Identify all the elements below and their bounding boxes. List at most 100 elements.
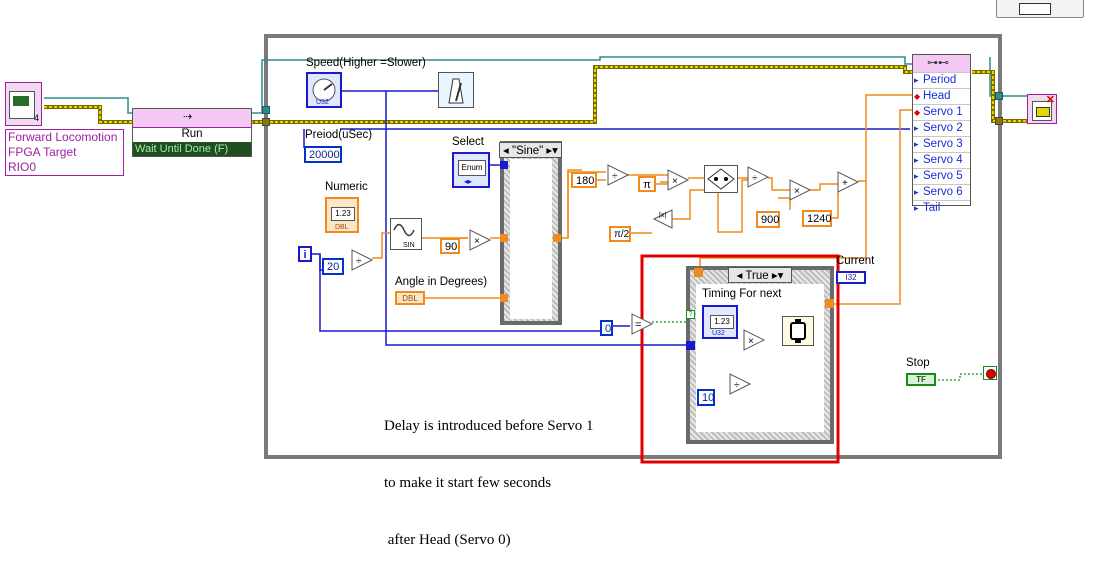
svg-text:+: + [842,178,848,189]
case-selector-terminal: ? [686,310,695,319]
svg-text:÷: ÷ [734,380,740,391]
wait-ms-node[interactable] [438,72,474,108]
max-min-node[interactable] [704,165,738,193]
const-90[interactable]: 90 [440,238,460,254]
fpga-chip-icon [9,91,35,119]
while-loop-frame[interactable] [264,34,1002,459]
divide-node[interactable]: ÷ [728,372,752,396]
case-selector-value: True [745,270,769,282]
write-item[interactable]: Period [913,72,970,88]
pi-constant[interactable]: π [638,176,656,192]
numeric-indicator[interactable]: 1.23 DBL [325,197,359,233]
close-fpga-reference-node[interactable]: ✕ [1027,94,1057,124]
multiply-node[interactable]: × [788,178,812,202]
wait-until-done-param[interactable]: Wait Until Done (F) [133,142,251,156]
absolute-node[interactable] [652,208,674,230]
toolbar-partial-button[interactable] [996,0,1084,18]
write-item-list: Period Head Servo 1 Servo 2 Servo 3 Serv… [913,72,970,216]
case-tunnel [500,234,508,242]
svg-text:×: × [748,336,754,347]
numeric-display: 1.23 [331,207,355,221]
iteration-terminal: i [298,246,312,262]
write-item[interactable]: Servo 2 [913,120,970,136]
wait-node[interactable] [782,316,814,346]
run-method-label: Run [181,128,203,140]
case-selector-sine[interactable]: ◂ "Sine" ▸▾ [499,142,562,158]
speed-knob-control[interactable]: U32 [306,72,342,108]
case-selector-right-arrow-icon[interactable]: ▸▾ [546,145,558,157]
tunnel-error [262,118,270,126]
case-selector-value: "Sine" [512,145,544,157]
stop-control[interactable]: TF [906,373,936,386]
case-tunnel [694,268,703,277]
highlight-box [640,254,840,464]
stop-sign-icon [986,369,996,379]
timing-label: Timing For next [702,288,782,300]
const-20[interactable]: 20 [322,258,344,275]
open-fpga-reference-node[interactable]: 4 [5,82,42,126]
note-line: after Head (Servo 0) [384,532,511,548]
period-label: Preiod(uSec) [305,129,373,141]
block-diagram-wires [44,34,1027,464]
divide-node[interactable]: ÷ [606,163,630,187]
write-item[interactable]: Servo 5 [913,168,970,184]
svg-text:÷: ÷ [752,173,758,184]
fpga-ref-number: 4 [33,113,39,123]
toolbar-partial-icon [1019,3,1051,15]
angle-control[interactable]: DBL [395,291,425,305]
invoke-method-run[interactable]: ⇢ Run Wait Until Done (F) [132,108,252,157]
write-item[interactable]: Servo 1 [913,104,970,120]
timing-type: U32 [712,330,725,337]
divide-node[interactable]: ÷ [350,248,374,272]
select-type: Enum [458,160,486,176]
annotation-note: Delay is introduced before Servo 1 to ma… [384,379,594,569]
equal-node[interactable]: = [630,312,654,336]
case-selector-left-arrow-icon[interactable]: ◂ [503,145,509,157]
multiply-node[interactable]: × [666,168,690,192]
multiply-node[interactable]: × [742,328,766,352]
select-enum-control[interactable]: Enum ◂▸ [452,152,490,188]
invoke-method-header: ⇢ [133,109,251,128]
speed-type: U32 [316,99,329,106]
fpga-target-line: Forward Locomotion [8,130,118,144]
fpga-target-label: Forward Locomotion FPGA Target RIO0 [5,129,124,176]
write-item[interactable]: Servo 3 [913,136,970,152]
write-item[interactable]: Head [913,88,970,104]
case-selector-left-arrow-icon[interactable]: ◂ [736,270,743,282]
period-constant[interactable]: 20000 [304,146,342,163]
abs-label: |x| [659,212,667,219]
current-label: Current [836,255,875,267]
timing-control[interactable]: 1.23 U32 [702,305,738,339]
angle-label: Angle in Degrees) [395,276,488,288]
write-item[interactable]: Servo 4 [913,152,970,168]
svg-text:×: × [474,236,480,247]
write-item[interactable]: Tail [913,200,970,216]
add-node[interactable]: + [836,170,860,194]
numeric-type: DBL [335,224,349,231]
current-indicator[interactable]: I32 [836,271,866,284]
case-tunnel [500,294,508,302]
const-10[interactable]: 10 [697,389,715,406]
tunnel-error-out [995,117,1003,125]
svg-text:=: = [635,319,641,331]
case-selector-right-arrow-icon[interactable]: ▸▾ [771,270,784,282]
const-180[interactable]: 180 [571,172,597,188]
case-selector-terminal [500,161,508,169]
sine-node[interactable]: SIN [390,218,422,250]
case-structure-sine[interactable] [500,141,562,325]
const-900[interactable]: 900 [756,211,780,228]
case-tunnel [686,341,695,350]
write-item[interactable]: Servo 6 [913,184,970,200]
case-selector-true[interactable]: ◂ True ▸▾ [728,267,792,283]
timing-display: 1.23 [710,315,734,329]
divide-node[interactable]: ÷ [746,165,770,189]
read-write-control-node[interactable]: ⊶⊷ Period Head Servo 1 Servo 2 Servo 3 S… [912,54,971,216]
const-1240[interactable]: 1240 [802,210,832,227]
pi-half-constant[interactable]: π/2 [609,226,631,242]
fpga-chip-icon [1032,101,1052,121]
svg-text:×: × [672,176,678,187]
const-0[interactable]: 0 [600,320,613,336]
multiply-node[interactable]: × [468,228,492,252]
tunnel-teal [262,106,270,114]
stop-label: Stop [906,357,930,369]
